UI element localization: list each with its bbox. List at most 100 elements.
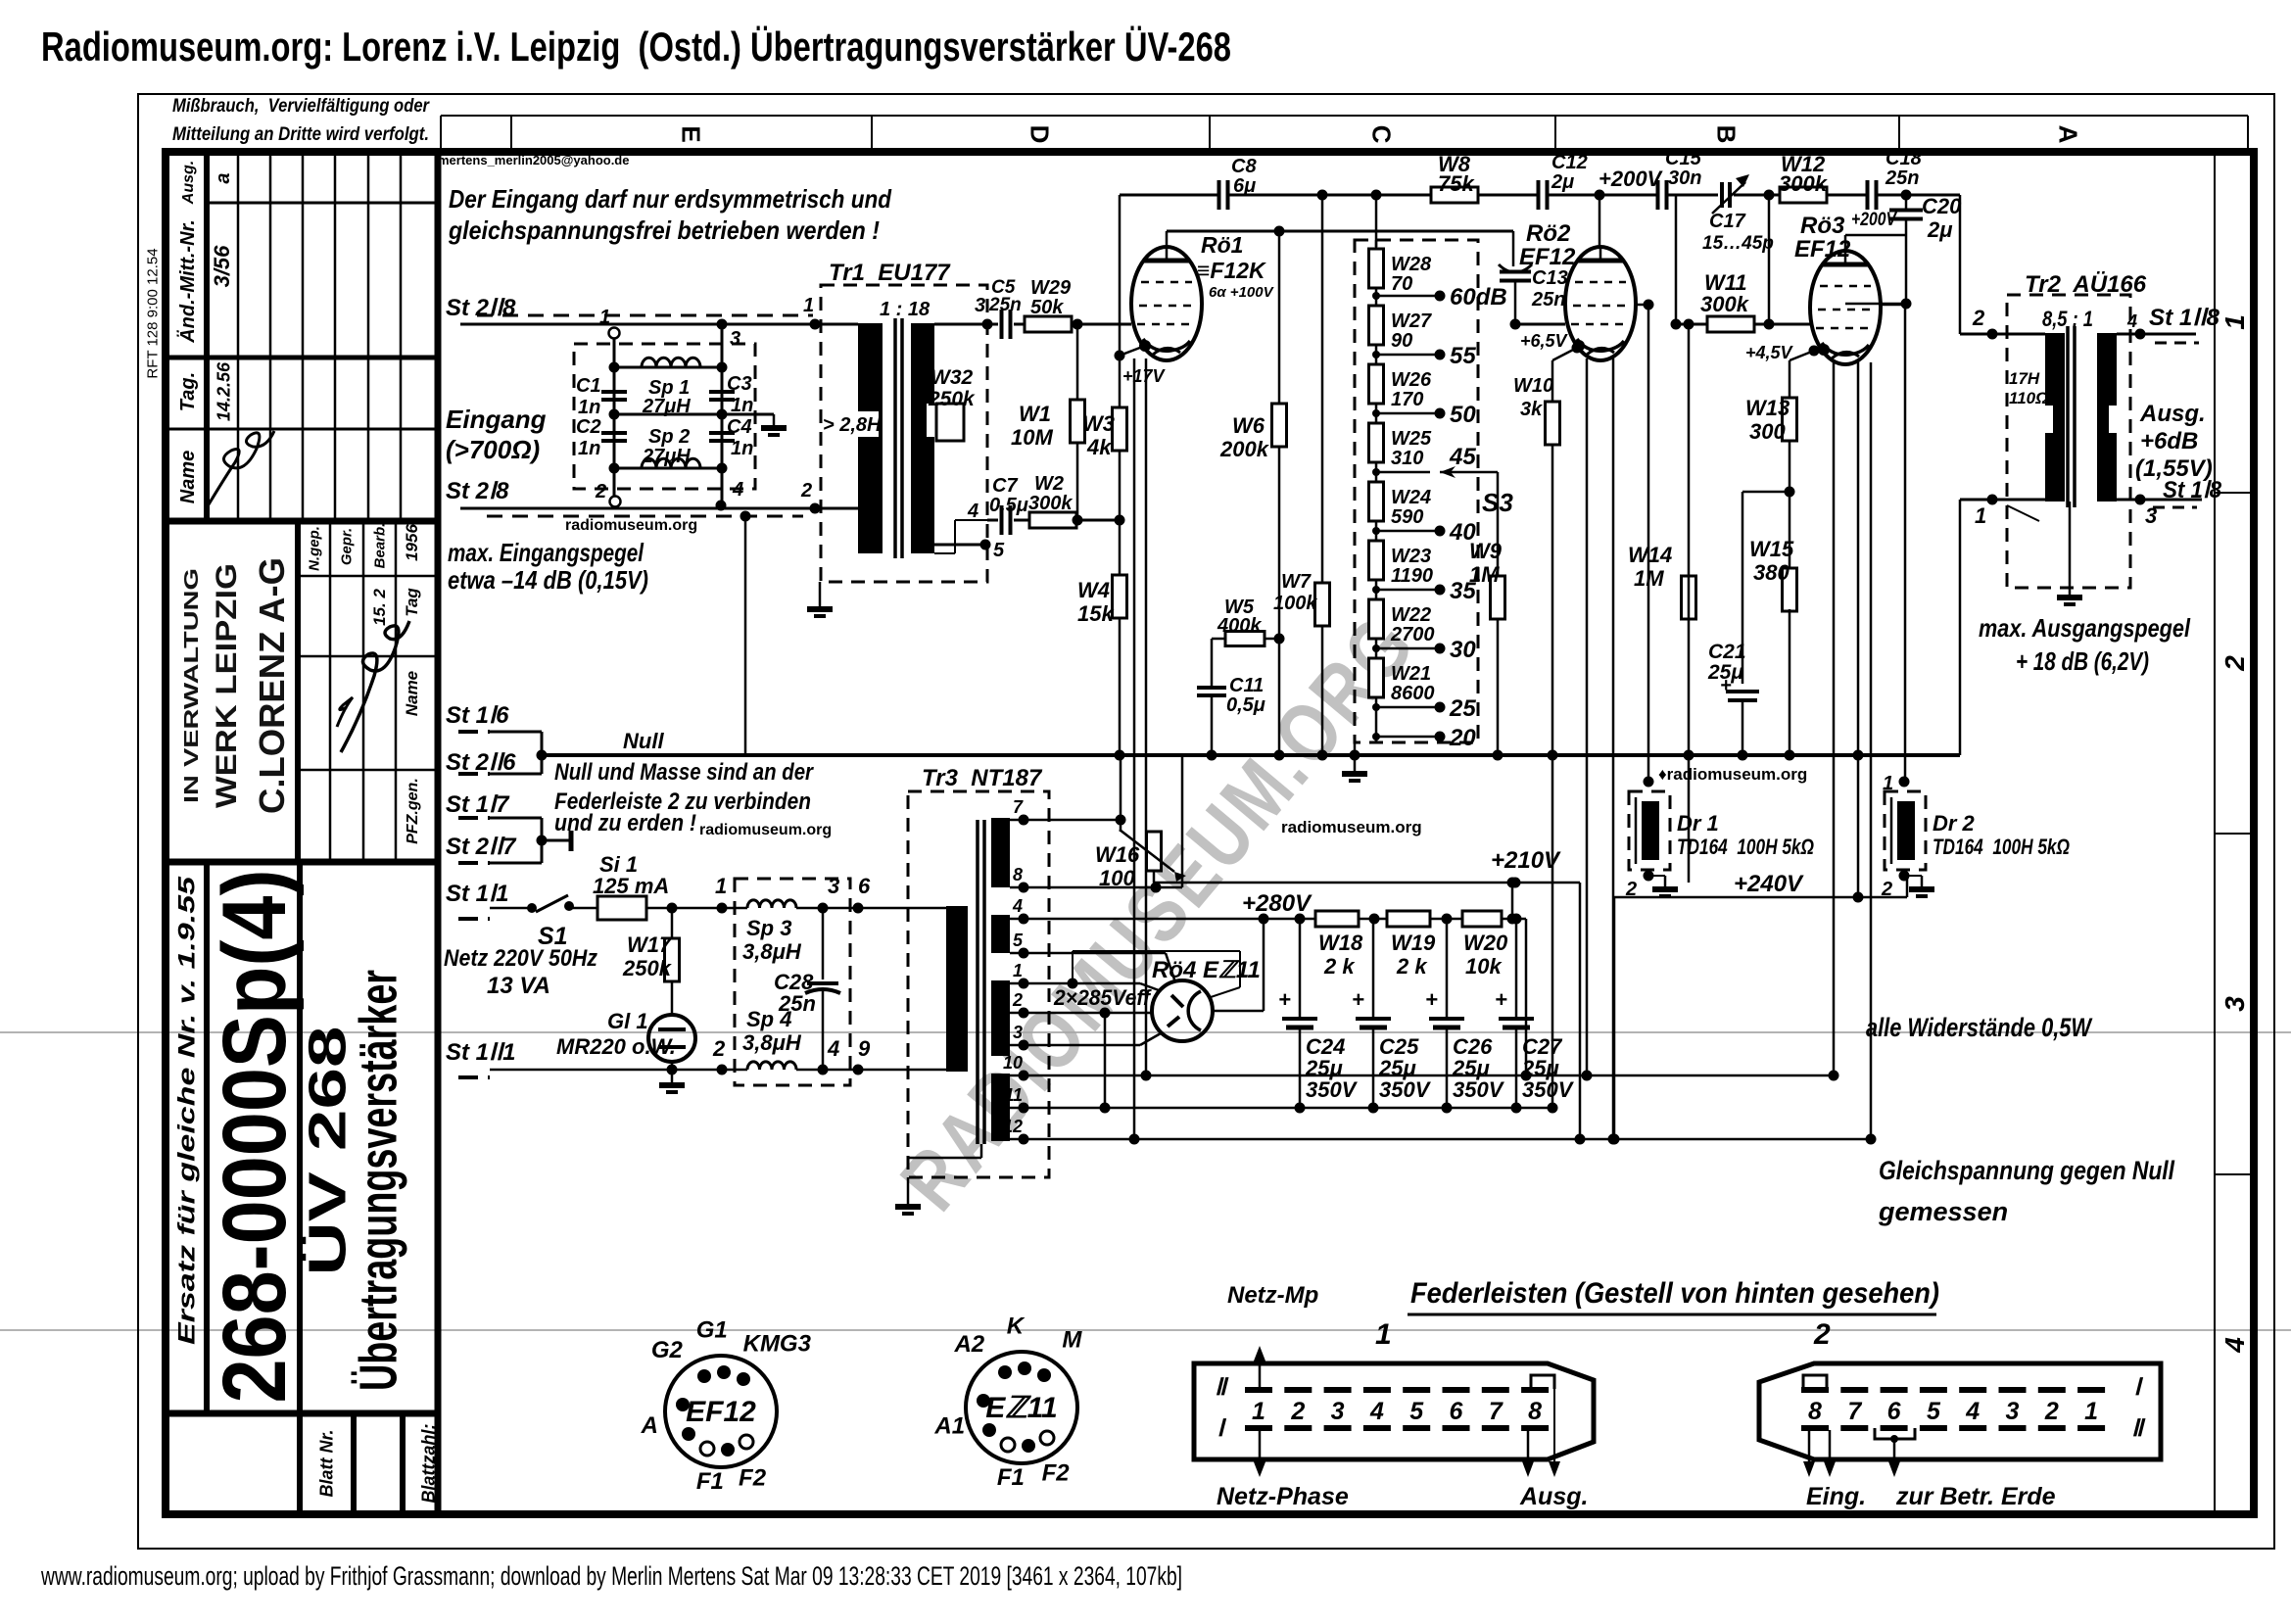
svg-text:170: 170 — [1391, 389, 1423, 410]
svg-text:10k: 10k — [1465, 954, 1503, 979]
svg-text:1: 1 — [715, 874, 727, 898]
svg-text:C15: C15 — [1665, 148, 1702, 169]
svg-text:350V: 350V — [1453, 1077, 1505, 1102]
svg-text:14.2.56: 14.2.56 — [214, 361, 233, 421]
svg-text:4: 4 — [1965, 1398, 1980, 1425]
svg-text:55: 55 — [1450, 343, 1476, 369]
svg-text:7: 7 — [1847, 1398, 1862, 1425]
svg-text:W5: W5 — [1224, 597, 1255, 618]
svg-text:17H: 17H — [2009, 369, 2040, 388]
svg-text:Gleichspannung gegen Null: Gleichspannung gegen Null — [1879, 1156, 2174, 1185]
svg-text:A: A — [641, 1412, 658, 1439]
svg-text:F2: F2 — [739, 1464, 767, 1491]
svg-text:und zu erden !: und zu erden ! — [554, 810, 696, 836]
svg-text:C24: C24 — [1306, 1034, 1345, 1059]
svg-text:RFT 128 9:00 12.54: RFT 128 9:00 12.54 — [144, 248, 161, 378]
svg-text:Null und Masse sind an der: Null und Masse sind an der — [554, 759, 814, 786]
svg-text:8600: 8600 — [1391, 683, 1435, 704]
svg-text:25μ: 25μ — [1707, 661, 1743, 684]
svg-text:max. Ausgangspegel: max. Ausgangspegel — [1979, 613, 2191, 643]
svg-text:M: M — [1062, 1327, 1082, 1354]
svg-text:3: 3 — [1013, 1023, 1023, 1042]
svg-text:Sp 1: Sp 1 — [648, 377, 690, 399]
svg-text:6: 6 — [858, 874, 871, 898]
svg-text:Blattzahl:: Blattzahl: — [418, 1423, 438, 1503]
svg-text:W20: W20 — [1463, 931, 1508, 955]
svg-text:W22: W22 — [1391, 604, 1431, 626]
svg-text:F1: F1 — [997, 1464, 1025, 1491]
svg-text:4k: 4k — [1086, 435, 1113, 459]
svg-text:50k: 50k — [1030, 297, 1064, 318]
svg-text:Rö3: Rö3 — [1800, 213, 1845, 239]
svg-text:W14: W14 — [1628, 543, 1672, 567]
svg-text:W27: W27 — [1391, 310, 1432, 332]
svg-text:W2: W2 — [1034, 473, 1064, 495]
svg-text:Mitteilung an Dritte wird verf: Mitteilung an Dritte wird verfolgt. — [172, 124, 429, 145]
svg-text:10: 10 — [1003, 1053, 1023, 1073]
svg-text:350V: 350V — [1522, 1077, 1575, 1102]
svg-text:C8: C8 — [1231, 156, 1257, 177]
svg-text:St 1Ⅰ8: St 1Ⅰ8 — [2163, 477, 2222, 503]
svg-text:125 mA: 125 mA — [593, 874, 669, 898]
svg-text:+4,5V: +4,5V — [1745, 343, 1794, 362]
svg-text:8: 8 — [1528, 1398, 1542, 1425]
svg-text:40: 40 — [1449, 519, 1476, 546]
svg-text:TD164 100H 5kΩ: TD164 100H 5kΩ — [1677, 835, 1814, 859]
svg-text:W13: W13 — [1745, 396, 1790, 420]
svg-text:2 k: 2 k — [1396, 954, 1428, 979]
svg-text:250k: 250k — [928, 388, 976, 410]
svg-text:TD164 100H 5kΩ: TD164 100H 5kΩ — [1933, 835, 2070, 859]
svg-text:C5: C5 — [991, 277, 1016, 298]
svg-text:27μH: 27μH — [642, 396, 691, 417]
svg-text:F1: F1 — [696, 1468, 724, 1495]
svg-text:Eingang: Eingang — [446, 405, 547, 434]
svg-text:radiomuseum.org: radiomuseum.org — [1281, 818, 1422, 836]
svg-text:C.LORENZ A-G: C.LORENZ A-G — [252, 557, 292, 814]
svg-text:1M: 1M — [1469, 562, 1500, 587]
svg-text:Eℤ11: Eℤ11 — [985, 1392, 1058, 1424]
svg-text:Tr2 AÜ166: Tr2 AÜ166 — [2025, 271, 2147, 298]
svg-text:3: 3 — [975, 295, 985, 316]
svg-text:350V: 350V — [1306, 1077, 1359, 1102]
svg-text:50: 50 — [1450, 402, 1476, 428]
svg-text:6μ: 6μ — [1233, 175, 1256, 197]
svg-text:310: 310 — [1391, 448, 1423, 469]
svg-text:W3: W3 — [1082, 411, 1115, 436]
svg-text:2: 2 — [1813, 1318, 1831, 1351]
svg-text:W8: W8 — [1438, 152, 1471, 176]
svg-text:12: 12 — [1003, 1117, 1023, 1136]
svg-text:Übertragungsverstärker: Übertragungsverstärker — [349, 970, 407, 1391]
svg-text:K: K — [1007, 1313, 1026, 1339]
svg-text:100: 100 — [1099, 866, 1135, 890]
svg-text:KMG3: KMG3 — [743, 1331, 812, 1358]
svg-text:(>700Ω): (>700Ω) — [446, 435, 540, 464]
svg-text:4: 4 — [2126, 311, 2137, 331]
svg-text:4: 4 — [1369, 1398, 1384, 1425]
svg-text:+6dB: +6dB — [2140, 428, 2198, 454]
svg-text:1: 1 — [1013, 961, 1023, 980]
svg-text:zur Betr. Erde: zur Betr. Erde — [1895, 1483, 2056, 1510]
svg-text:25: 25 — [1449, 695, 1476, 722]
svg-text:G2: G2 — [651, 1337, 684, 1363]
svg-text:W9: W9 — [1469, 539, 1503, 563]
svg-text:W4: W4 — [1077, 578, 1110, 602]
svg-text:1n: 1n — [731, 438, 753, 459]
svg-text:W28: W28 — [1391, 254, 1432, 275]
svg-text:1: 1 — [599, 307, 610, 328]
svg-text:C21: C21 — [1708, 641, 1746, 663]
svg-text:Tr3 NT187: Tr3 NT187 — [922, 765, 1043, 791]
svg-text:3,8μH: 3,8μH — [742, 1030, 802, 1055]
svg-text:C13: C13 — [1532, 267, 1568, 289]
svg-text:2: 2 — [800, 480, 812, 502]
svg-text:W24: W24 — [1391, 487, 1431, 508]
svg-text:1 : 18: 1 : 18 — [880, 299, 931, 320]
svg-text:+200V: +200V — [1851, 210, 1897, 230]
svg-text:60dB: 60dB — [1450, 284, 1507, 310]
svg-text:+280V: +280V — [1242, 890, 1313, 917]
svg-text:2: 2 — [2219, 655, 2250, 672]
svg-text:1190: 1190 — [1391, 565, 1433, 587]
svg-text:110Ω: 110Ω — [2009, 389, 2048, 407]
svg-text:1: 1 — [803, 295, 814, 316]
svg-text:380: 380 — [1753, 560, 1790, 585]
svg-text:1: 1 — [1375, 1318, 1392, 1351]
